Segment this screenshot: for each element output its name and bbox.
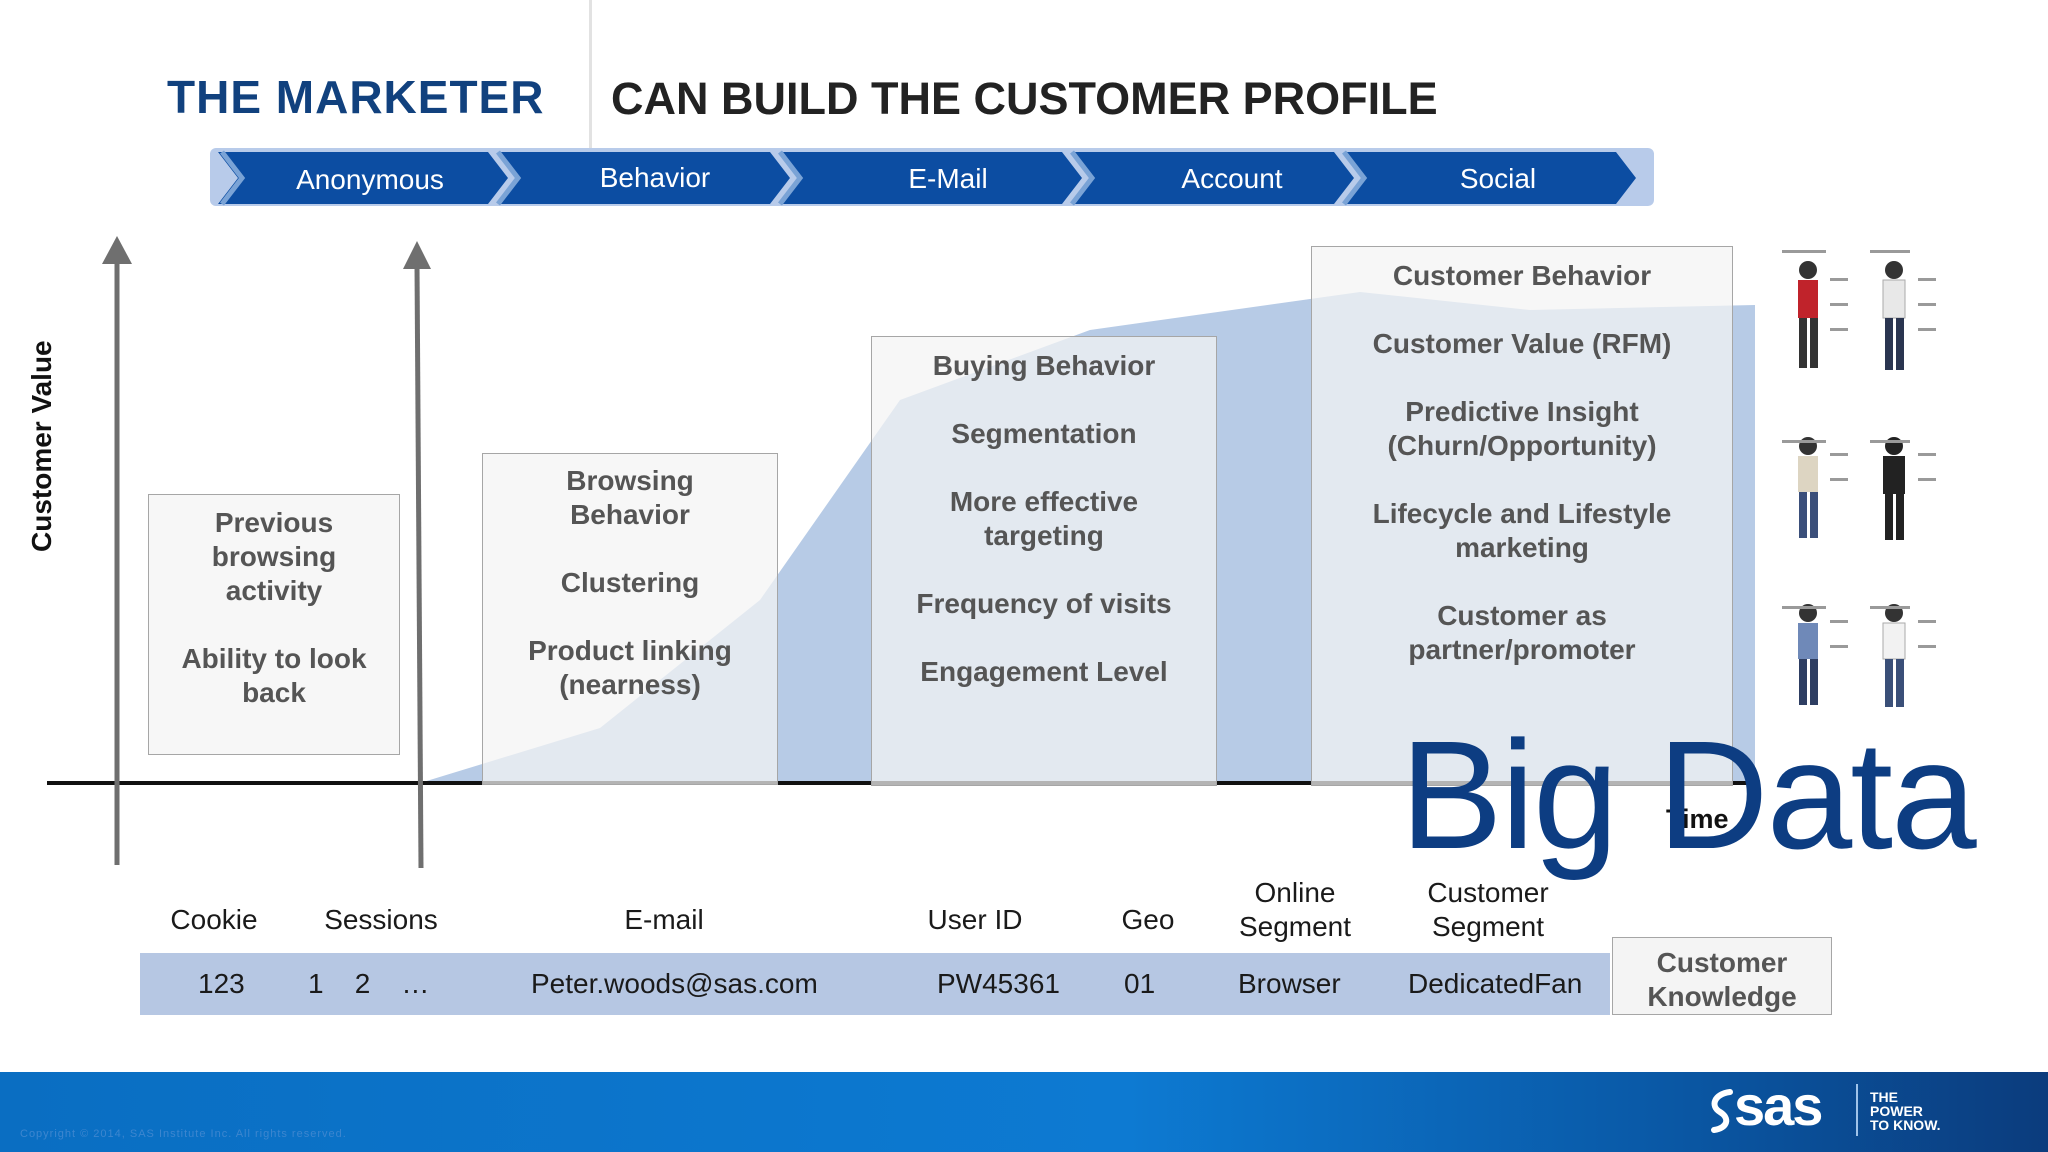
person-figure — [1798, 437, 1818, 538]
customer-knowledge-box: Customer Knowledge — [1612, 937, 1832, 1015]
column-user-id: User ID — [927, 904, 1023, 935]
person-figure — [1883, 437, 1905, 540]
column-online-segment: Online Segment — [1238, 877, 1352, 942]
box-customer-behavior: Customer Behavior Customer Value (RFM) P… — [1311, 246, 1733, 786]
person-figure — [1882, 261, 1906, 370]
person-figure — [1798, 604, 1818, 705]
column-email: E-mail — [624, 904, 704, 935]
persona-figures — [1782, 250, 1936, 707]
column-customer-segment: Customer Segment — [1427, 877, 1549, 942]
sas-wordmark: sas — [1734, 1074, 1823, 1137]
column-sessions: Sessions — [324, 904, 438, 935]
persona-annotations — [1782, 250, 1936, 648]
box-buying-behavior: Buying Behavior Segmentation More effect… — [871, 336, 1217, 786]
cell-cookie: 123 — [198, 968, 245, 999]
person-figure — [1882, 604, 1906, 707]
footer-band — [0, 1072, 2048, 1152]
stage-email: E-Mail — [908, 163, 988, 194]
cell-sessions: 1 2 … — [308, 968, 430, 999]
copyright-text: Copyright © 2014, SAS Institute Inc. All… — [20, 1128, 347, 1140]
big-data-label: Big Data — [1400, 709, 1977, 881]
value-axis-sessions — [414, 264, 424, 869]
column-cookie: Cookie — [170, 904, 258, 935]
stage-account: Account — [1181, 163, 1283, 194]
value-axis-sessions-arrow — [403, 241, 431, 269]
column-geo: Geo — [1121, 904, 1175, 935]
person-figure — [1798, 261, 1818, 368]
profile-data-row — [140, 953, 1610, 1015]
sas-swirl-icon — [1711, 1089, 1733, 1133]
cell-customer-segment: DedicatedFan — [1408, 968, 1583, 999]
customer-value-label: Customer Value — [26, 340, 57, 552]
box-buying-behavior-text: Buying Behavior Segmentation More effect… — [916, 350, 1172, 687]
box-customer-behavior-text: Customer Behavior Customer Value (RFM) P… — [1372, 260, 1672, 665]
cell-email: Peter.woods@sas.com — [531, 968, 818, 999]
stage-behavior: Behavior — [599, 162, 711, 193]
customer-knowledge-label: Customer Knowledge — [1647, 947, 1797, 1012]
time-axis-label: Time — [1666, 804, 1729, 834]
title-marketer: THE MARKETER — [167, 71, 545, 123]
stage-social: Social — [1459, 163, 1537, 194]
stage-anonymous: Anonymous — [296, 164, 444, 195]
value-axis-left-arrow — [102, 236, 132, 264]
cell-geo: 01 — [1124, 968, 1156, 999]
title-divider — [589, 0, 592, 148]
stage-bar — [210, 148, 1654, 206]
cell-online-segment: Browser — [1238, 968, 1341, 999]
title-profile: CAN BUILD THE CUSTOMER PROFILE — [611, 73, 1438, 124]
logo-divider — [1856, 1084, 1858, 1136]
cell-user-id: PW45361 — [937, 968, 1060, 999]
